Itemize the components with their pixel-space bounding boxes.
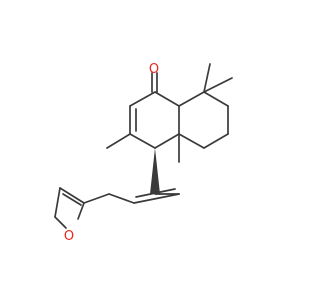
ring-bond [178, 133, 205, 149]
alkene-bond [133, 193, 180, 204]
ring-bond [203, 91, 229, 107]
furan-bond [77, 202, 85, 220]
ring-bond [203, 133, 229, 149]
wedge-bond [150, 148, 160, 194]
ring-bond [154, 133, 180, 149]
furan-bond [54, 187, 61, 218]
furan-bond [59, 187, 85, 204]
ring-bond [129, 133, 156, 149]
ring-bond [178, 91, 205, 107]
furan-bond [108, 193, 135, 204]
ketone-oxygen-label: O [149, 62, 159, 77]
furan-oxygen-label: O [64, 229, 74, 244]
ring-bond [129, 91, 156, 107]
methyl-bond [203, 63, 211, 93]
furan-double-bond-inner [62, 193, 82, 206]
ring-bond [154, 91, 180, 107]
furan-bond [83, 193, 110, 204]
furan-bond [54, 216, 67, 229]
bond-lines [54, 63, 233, 229]
molecule-diagram: O O [54, 62, 233, 244]
methyl-bond [203, 77, 233, 93]
methyl-bond [106, 133, 131, 149]
